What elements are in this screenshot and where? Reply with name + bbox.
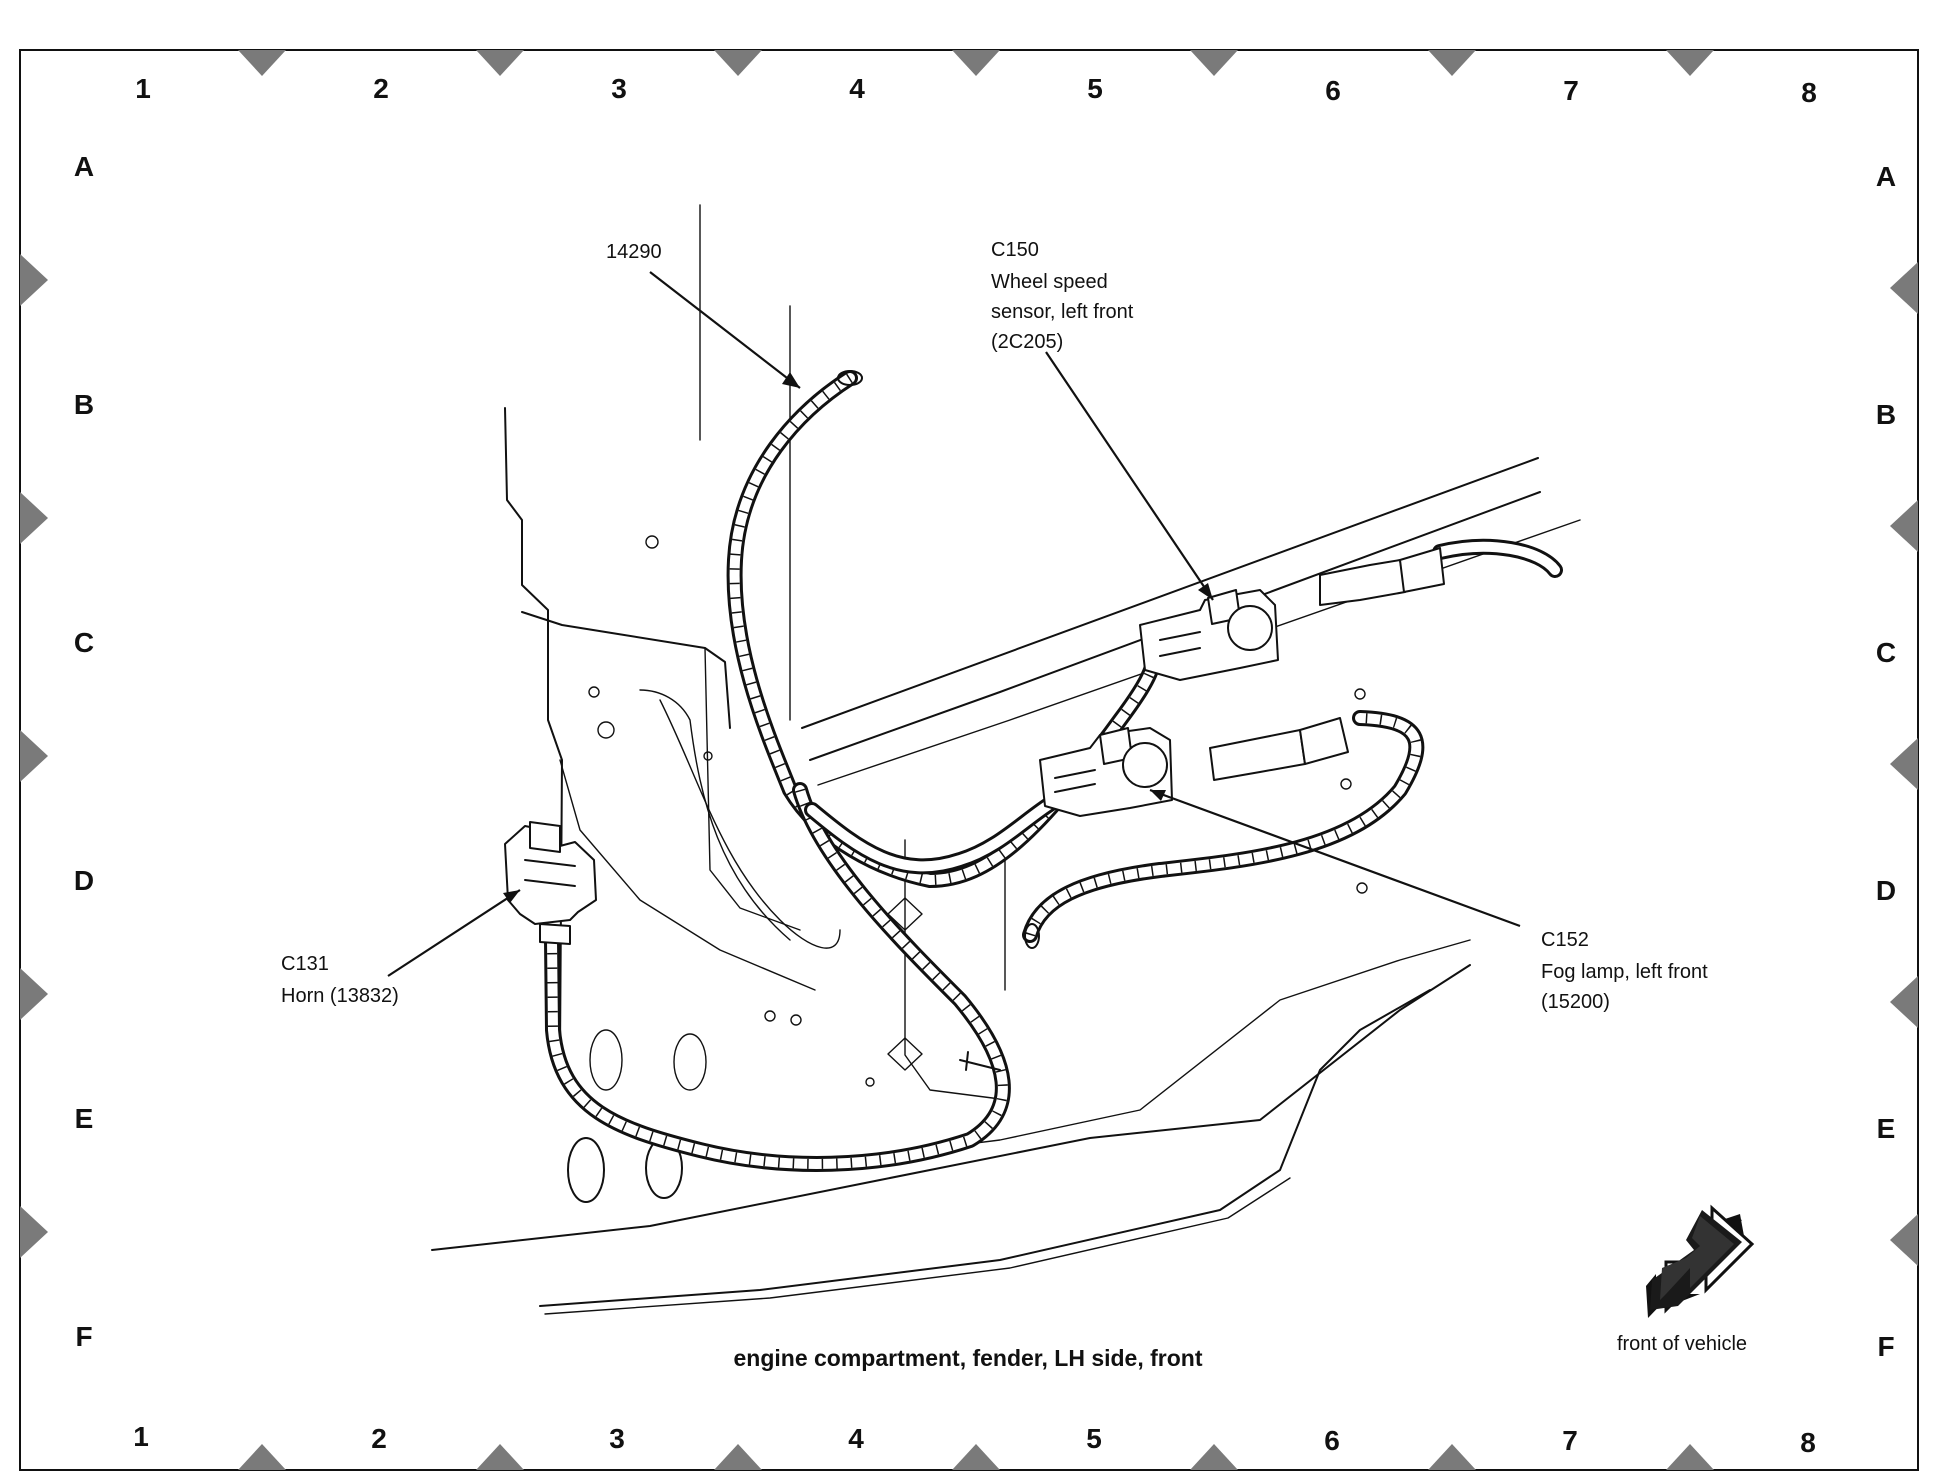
bottom-marker [952, 1444, 1000, 1470]
grid-rows-right: A B C D E F [1876, 161, 1896, 1362]
arrow-down-left-icon [1646, 1204, 1755, 1318]
right-marker [1890, 500, 1918, 552]
grid-row-label: C [74, 627, 94, 658]
callout-c131-desc: Horn (13832) [281, 985, 399, 1007]
right-marker [1890, 1214, 1918, 1266]
grid-column-label: 4 [848, 1423, 864, 1454]
callout-c152-id: C152 [1541, 929, 1589, 951]
left-marker [20, 254, 48, 306]
grid-row-label: E [75, 1103, 94, 1134]
grid-column-label: 2 [371, 1423, 387, 1454]
connector-c150-body [1139, 547, 1445, 681]
left-marker [20, 492, 48, 544]
callout-c150-id: C150 [991, 239, 1039, 261]
left-marker [20, 968, 48, 1020]
grid-row-label: B [74, 389, 94, 420]
callout-harness-14290: 14290 [606, 241, 662, 263]
bottom-marker [1666, 1444, 1714, 1470]
diagram-caption: engine compartment, fender, LH side, fro… [733, 1345, 1202, 1371]
top-marker [1190, 50, 1238, 76]
top-marker [476, 50, 524, 76]
callout-c150: C150 Wheel speed sensor, left front (2C2… [991, 239, 1134, 353]
grid-columns-top: 1 2 3 4 5 6 7 8 [135, 73, 1817, 108]
grid-column-label: 2 [373, 73, 389, 104]
sheet-border [19, 49, 1919, 1471]
border-markers [20, 50, 1918, 1470]
grid-column-label: 3 [611, 73, 627, 104]
grid-column-label: 7 [1562, 1425, 1578, 1456]
leader-arrowhead [503, 890, 520, 903]
callout-c131-id: C131 [281, 953, 329, 975]
leader-c152 [1149, 788, 1521, 928]
right-marker [1890, 262, 1918, 314]
callout-c150-desc: sensor, left front [991, 301, 1134, 323]
front-of-vehicle-label: front of vehicle [1617, 1333, 1747, 1355]
leader-arrowhead [1150, 790, 1166, 801]
bottom-marker [1428, 1444, 1476, 1470]
grid-column-label: 6 [1325, 75, 1341, 106]
leader-lines [387, 271, 1521, 977]
bottom-marker [476, 1444, 524, 1470]
right-marker [1890, 738, 1918, 790]
callout-c152-desc: Fog lamp, left front [1541, 961, 1708, 983]
grid-columns-bottom: 1 2 3 4 5 6 7 8 [133, 1421, 1816, 1458]
leader-arrowhead [1198, 583, 1213, 600]
grid-column-label: 1 [135, 73, 151, 104]
grid-row-label: D [1876, 875, 1896, 906]
left-marker [20, 730, 48, 782]
top-marker [952, 50, 1000, 76]
leader-c150 [1045, 351, 1214, 601]
top-marker [1666, 50, 1714, 76]
callout-c150-desc: Wheel speed [991, 271, 1108, 293]
grid-row-label: E [1877, 1113, 1896, 1144]
grid-row-label: C [1876, 637, 1896, 668]
connector-c131-body [504, 821, 597, 945]
top-marker [238, 50, 286, 76]
right-marker [1890, 976, 1918, 1028]
grid-row-label: D [74, 865, 94, 896]
grid-row-label: F [75, 1321, 92, 1352]
left-marker [20, 1206, 48, 1258]
grid-rows-left: A B C D E F [74, 151, 94, 1352]
grid-column-label: 1 [133, 1421, 149, 1452]
grid-column-label: 4 [849, 73, 865, 104]
connector-c152-body [1039, 717, 1349, 817]
grid-row-label: A [74, 151, 94, 182]
grid-column-label: 5 [1087, 73, 1103, 104]
grid-row-label: F [1877, 1331, 1894, 1362]
leader-harness-14290 [649, 271, 801, 389]
grid-column-label: 8 [1800, 1427, 1816, 1458]
grid-column-label: 3 [609, 1423, 625, 1454]
grid-row-label: B [1876, 399, 1896, 430]
front-of-vehicle-indicator: front of vehicle [1617, 1204, 1755, 1355]
bottom-marker [238, 1444, 286, 1470]
callout-c131: C131 Horn (13832) [281, 953, 399, 1007]
grid-column-label: 6 [1324, 1425, 1340, 1456]
callout-c150-part: (2C205) [991, 331, 1063, 353]
grid-row-label: A [1876, 161, 1896, 192]
leader-c131 [387, 889, 521, 977]
top-marker [1428, 50, 1476, 76]
grid-column-label: 8 [1801, 77, 1817, 108]
callout-c152: C152 Fog lamp, left front (15200) [1541, 929, 1708, 1013]
grid-column-label: 5 [1086, 1423, 1102, 1454]
grid-column-label: 7 [1563, 75, 1579, 106]
callout-c152-part: (15200) [1541, 991, 1610, 1013]
bottom-marker [714, 1444, 762, 1470]
bottom-marker [1190, 1444, 1238, 1470]
leader-arrowhead [782, 372, 800, 388]
top-marker [714, 50, 762, 76]
